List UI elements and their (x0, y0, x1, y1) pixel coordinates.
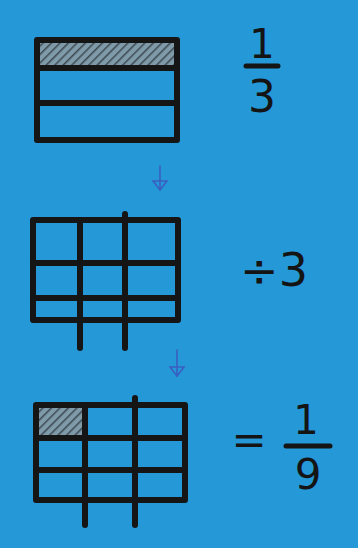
whole-rectangle (37, 40, 177, 140)
divided-rectangle (33, 220, 178, 320)
shaded-ninth (38, 407, 84, 437)
down-arrow (153, 166, 184, 376)
denominator: 3 (248, 75, 276, 119)
denominator: 9 (295, 454, 322, 496)
result-rectangle (36, 405, 185, 500)
fraction-bar (286, 444, 330, 449)
equals-sign: = (231, 419, 266, 461)
numerator: 1 (249, 24, 274, 64)
fraction-bar (246, 64, 278, 69)
division-operator: ÷3 (240, 247, 308, 293)
numerator: 1 (293, 400, 318, 440)
shaded-third (39, 42, 177, 68)
